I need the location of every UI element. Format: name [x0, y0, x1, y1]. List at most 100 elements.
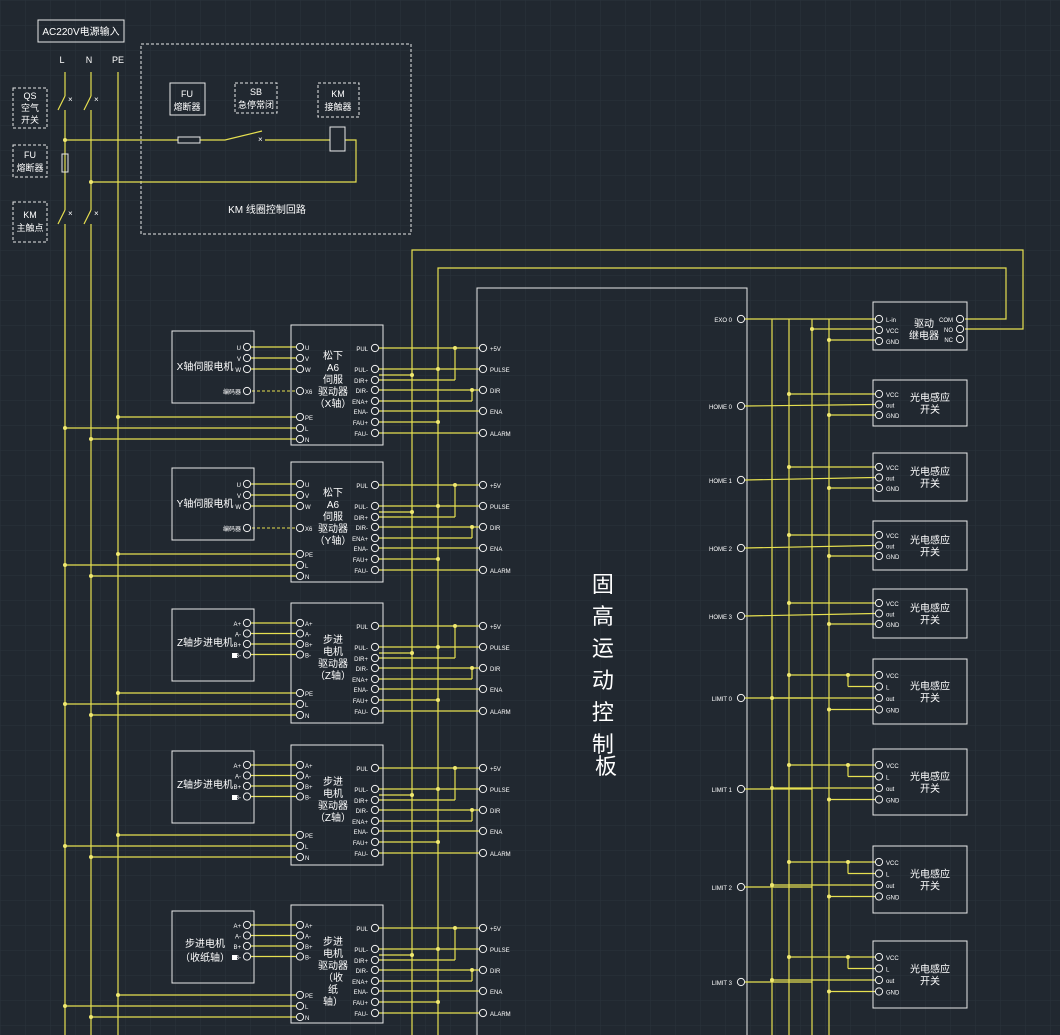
motor-pin-label: B- — [235, 956, 241, 962]
junction-dot — [770, 696, 774, 700]
terminal — [955, 314, 965, 324]
terminal — [370, 784, 380, 794]
motor-label: Z轴步进电机 — [177, 778, 233, 791]
drive-pin-label: ENA- — [354, 547, 368, 553]
sensor-pin-label: VCC — [886, 861, 899, 867]
junction-dot — [63, 138, 67, 142]
motor-pin-label: A- — [235, 775, 241, 781]
terminal — [295, 841, 305, 851]
motor-label: Y轴伺服电机 — [177, 497, 234, 510]
terminal — [736, 475, 746, 485]
driver-label: 轴） — [323, 995, 343, 1008]
terminal — [478, 706, 488, 716]
coil-km-name: 接触器 — [324, 101, 351, 112]
terminal — [370, 986, 380, 996]
terminal — [874, 400, 884, 409]
power-pin-label: N — [305, 438, 309, 444]
terminal — [242, 618, 252, 628]
switch-mark: × — [68, 209, 73, 218]
terminal — [874, 619, 884, 629]
coil-sb-name: 急停常闭 — [238, 99, 274, 110]
terminal — [478, 364, 488, 374]
junction-dot — [116, 993, 120, 997]
terminal — [295, 479, 305, 489]
rail-pe-label: PE — [112, 55, 124, 65]
driver-label: （X轴） — [315, 397, 352, 410]
sensor-pin-label: VCC — [886, 534, 899, 540]
drive-pin-label: DIR- — [356, 526, 368, 532]
io-pin-label: HOME 1 — [709, 479, 733, 485]
terminal — [295, 710, 305, 720]
io-pin-label: LIMIT 2 — [712, 886, 733, 892]
terminal — [370, 653, 380, 663]
driver-label: 步进 — [323, 634, 343, 646]
terminal — [478, 565, 488, 575]
terminal — [295, 386, 305, 396]
power-pin-label: PE — [305, 553, 313, 559]
motor-pin-label: A+ — [233, 924, 241, 930]
power-pin-label: L — [305, 427, 309, 433]
terminal — [478, 343, 488, 353]
terminal — [478, 944, 488, 954]
sensor-label: 开关 — [920, 403, 940, 416]
terminal — [874, 892, 884, 901]
switch-mark: × — [94, 95, 99, 104]
motor-pin-label: A+ — [233, 764, 241, 770]
sensor-box — [872, 845, 968, 914]
terminal — [478, 480, 488, 490]
relay-pin-label: NC — [944, 338, 953, 344]
junction-dot — [436, 840, 440, 844]
motor-pin-label: B- — [235, 796, 241, 802]
sensor-pin-label: L — [886, 968, 890, 974]
sensor-pin-label: out — [886, 545, 895, 551]
sensor-pin-label: VCC — [886, 764, 899, 770]
terminal — [478, 428, 488, 438]
driver-pin-label: U — [305, 483, 309, 489]
driver-pin-label: V — [305, 357, 309, 363]
terminal — [478, 805, 488, 815]
driver-pin-label: V — [305, 494, 309, 500]
board-pin-label: ENA — [490, 830, 502, 836]
terminal — [295, 434, 305, 444]
terminal — [478, 923, 488, 933]
board-title-char: 高 — [592, 604, 614, 629]
terminal — [874, 952, 884, 962]
switch-mark: × — [94, 209, 99, 218]
motor-pin-label: A- — [235, 935, 241, 941]
junction-dot — [827, 338, 831, 342]
junction-dot — [787, 392, 791, 396]
driver-box — [290, 461, 384, 583]
sensor-label: 开关 — [920, 614, 940, 627]
drive-pin-label: FAU- — [354, 710, 368, 716]
junction-dot — [846, 860, 850, 864]
terminal — [874, 783, 884, 793]
board-pin-label: PULSE — [490, 646, 510, 652]
driver-pin-label: W — [305, 368, 311, 374]
drive-pin-label: ENA- — [354, 990, 368, 996]
terminal — [736, 693, 746, 703]
sensor-pin-label: VCC — [886, 674, 899, 680]
driver-pin-label: A- — [305, 633, 311, 639]
drive-pin-label: FAU- — [354, 1012, 368, 1018]
sensor-pin-label: out — [886, 787, 895, 793]
terminal — [370, 565, 380, 575]
terminal — [242, 920, 252, 930]
driver-box — [290, 602, 384, 724]
terminal — [370, 364, 380, 374]
relay-label: 继电器 — [909, 329, 939, 342]
board-pin-label: ENA — [490, 990, 502, 996]
relay-pin-label: L-in — [886, 318, 896, 324]
drive-pin-label: DIR- — [356, 667, 368, 673]
sensor-label: 开关 — [920, 692, 940, 705]
terminal — [874, 964, 884, 973]
terminal — [874, 336, 884, 346]
junction-dot — [787, 601, 791, 605]
terminal — [242, 650, 252, 659]
terminal — [242, 386, 252, 396]
junction-dot — [827, 989, 831, 994]
coil-km-tag: KM — [331, 89, 345, 99]
power-pin-label: L — [305, 564, 309, 570]
motor-pin-label: B+ — [233, 945, 241, 951]
relay-label: 驱动 — [914, 318, 934, 330]
terminal — [478, 501, 488, 511]
